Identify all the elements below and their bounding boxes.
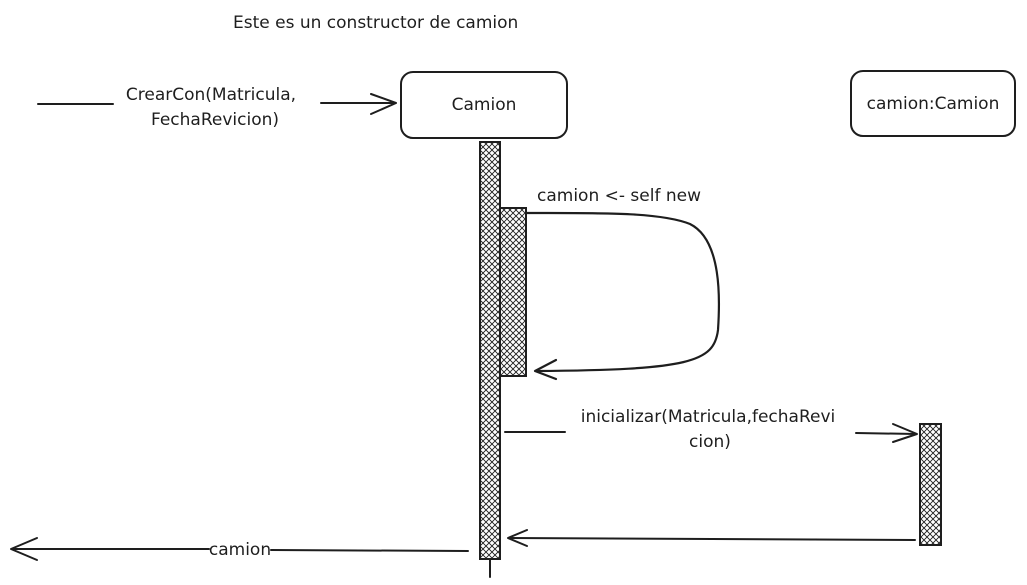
message-self-new: camion <- self new bbox=[525, 186, 721, 381]
participant-camion-label: Camion bbox=[452, 95, 517, 115]
message-crearcon-line2: FechaRevicion) bbox=[151, 110, 279, 130]
activation-bar-camion bbox=[479, 141, 501, 560]
diagram-title: Este es un constructor de camion bbox=[233, 13, 518, 33]
participant-camion-instance-label: camion:Camion bbox=[867, 94, 1000, 114]
message-crearcon: CrearCon(Matricula, FechaRevicion) bbox=[37, 85, 397, 130]
message-return-instance bbox=[507, 529, 916, 547]
message-crearcon-line1: CrearCon(Matricula, bbox=[126, 85, 296, 105]
message-self-new-label: camion <- self new bbox=[537, 186, 701, 206]
message-inicializar-line2: cion) bbox=[689, 432, 731, 452]
message-return-camion: camion bbox=[10, 537, 469, 561]
message-inicializar-line1: inicializar(Matricula,fechaRevi bbox=[581, 407, 836, 427]
participant-camion: Camion bbox=[400, 71, 568, 139]
activation-bar-self-new bbox=[499, 207, 527, 377]
message-return-camion-label: camion bbox=[209, 540, 271, 560]
activation-bar-instance bbox=[919, 423, 942, 546]
participant-camion-instance: camion:Camion bbox=[850, 70, 1016, 137]
message-inicializar: inicializar(Matricula,fechaRevi cion) bbox=[504, 407, 918, 452]
